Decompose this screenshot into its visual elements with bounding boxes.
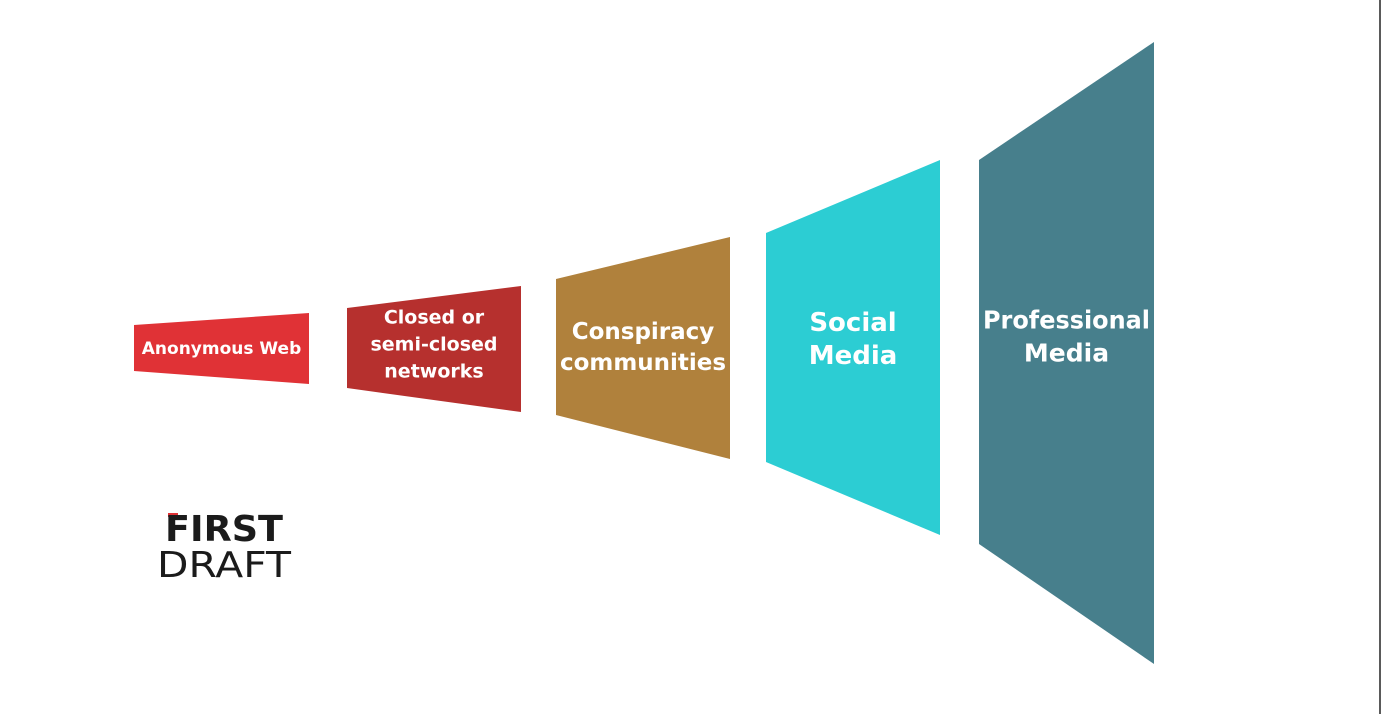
stage-4-shape (766, 160, 940, 535)
stage-3-label-line-1: Conspiracy (572, 319, 715, 345)
stage-1-shape (134, 313, 309, 384)
stage-2: Closed or semi-closed networks (347, 286, 521, 412)
stage-3: Conspiracy communities (556, 237, 730, 459)
stage-2-label-line-1: Closed or (384, 307, 485, 329)
stage-5-shape (979, 42, 1154, 664)
stage-1: Anonymous Web (134, 313, 309, 384)
stage-3-shape (556, 237, 730, 459)
stage-2-shape (347, 286, 521, 412)
stage-2-label-line-2: semi-closed (370, 334, 497, 356)
stage-4-label-line-2: Media (809, 341, 898, 371)
stage-5-label-line-1: Professional (983, 306, 1150, 335)
stage-2-label-line-3: networks (384, 361, 483, 383)
stage-4-label-line-1: Social (809, 308, 896, 338)
stage-5-label-line-2: Media (1024, 339, 1109, 368)
logo-first-text: FIRST (165, 509, 283, 550)
first-draft-logo: FIRST DRAFT (157, 509, 292, 586)
logo-accent-mark (168, 513, 178, 517)
logo-draft-text: DRAFT (157, 545, 292, 586)
stages-layer: Anonymous Web Closed or semi-closed network… (134, 42, 1154, 664)
frame-border (1379, 0, 1381, 714)
stage-3-label-line-2: communities (560, 350, 726, 376)
stage-1-label-line-1: Anonymous Web (142, 339, 302, 359)
